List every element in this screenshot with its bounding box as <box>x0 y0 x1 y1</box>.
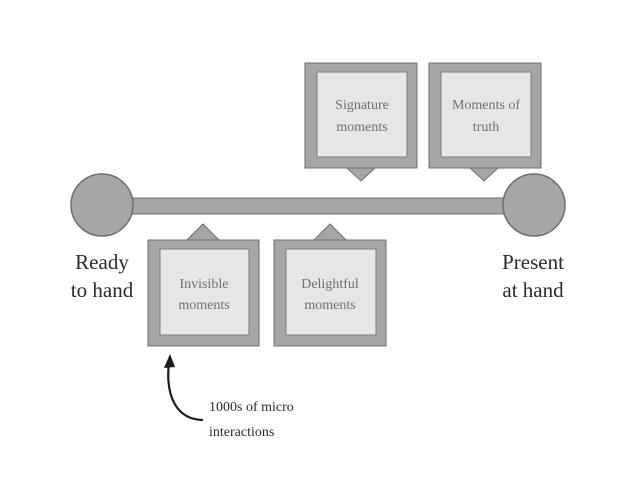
card-pointer <box>185 223 221 241</box>
card-label-line-1: Moments of <box>452 98 520 113</box>
end-label-line-1: Present <box>502 250 564 274</box>
card-label-line-1: Signature <box>335 98 389 113</box>
start-label-line-2: to hand <box>71 278 134 302</box>
annotation-arrow-head <box>164 354 175 368</box>
annotation-arrow-shaft <box>167 360 204 422</box>
moment-card-invisible: Invisible moments <box>147 223 260 347</box>
moment-card-signature: Signature moments <box>304 62 418 182</box>
card-label-line-1: Invisible <box>180 277 229 292</box>
start-label-line-1: Ready <box>75 250 129 274</box>
annotation-line-1: 1000s of micro <box>209 400 294 415</box>
card-pointer <box>468 167 500 182</box>
annotation-line-2: interactions <box>209 425 274 440</box>
card-label-line-2: moments <box>304 298 355 313</box>
card-label-line-2: truth <box>473 120 499 135</box>
card-label-line-1: Delightful <box>301 277 359 292</box>
timeline-bar <box>127 197 509 215</box>
end-label-line-2: at hand <box>502 278 564 302</box>
card-panel <box>159 248 250 336</box>
moment-card-delightful: Delightful moments <box>273 223 387 347</box>
card-panel <box>440 71 532 158</box>
card-panel <box>285 248 377 336</box>
card-pointer <box>345 167 377 182</box>
card-pointer <box>312 223 348 241</box>
card-label-line-2: moments <box>336 120 387 135</box>
moment-card-truth: Moments of truth <box>428 62 542 182</box>
end-node <box>502 173 566 237</box>
card-panel <box>316 71 408 158</box>
card-label-line-2: moments <box>178 298 229 313</box>
start-node <box>70 173 134 237</box>
annotation-arrow <box>164 354 204 422</box>
